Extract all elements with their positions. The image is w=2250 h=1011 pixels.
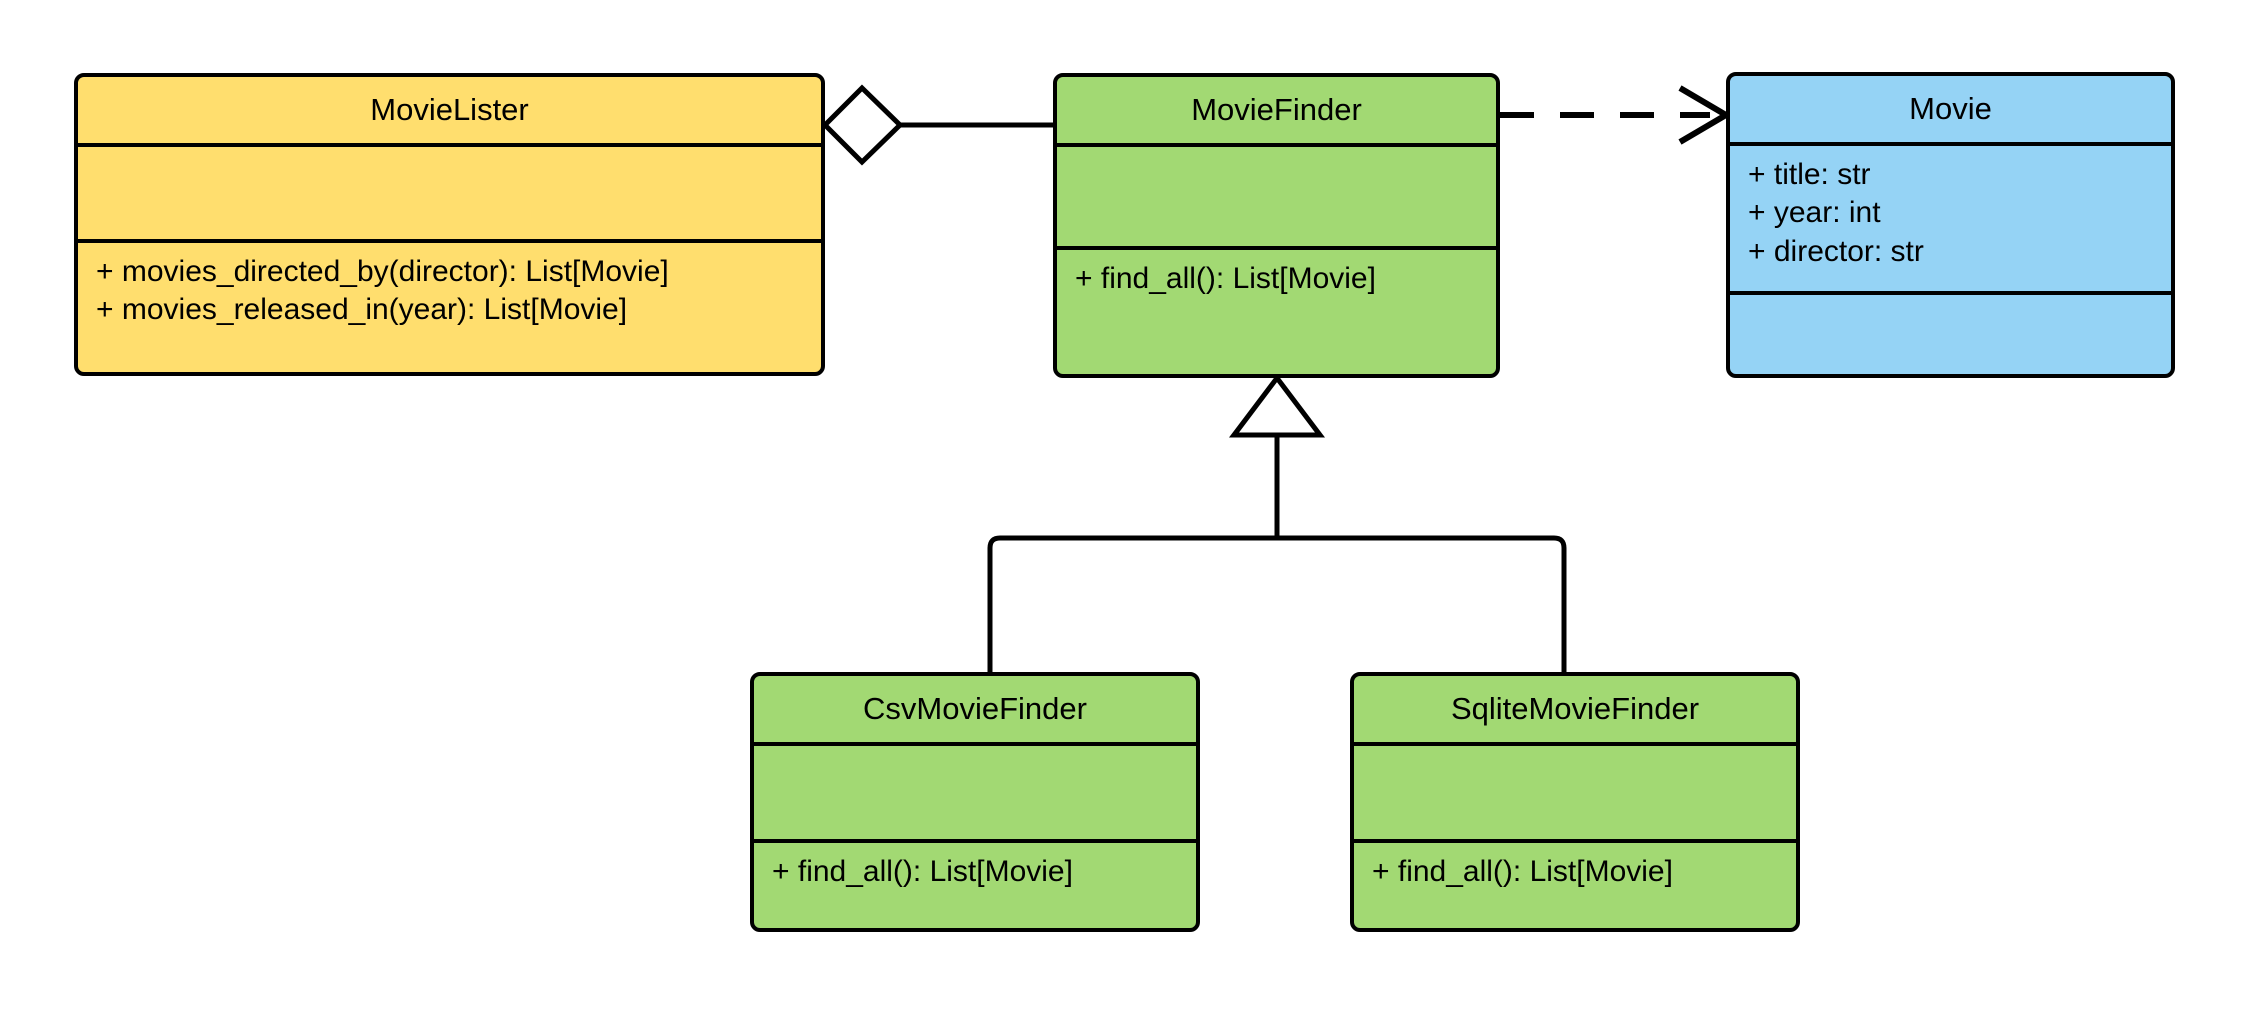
class-box-csvmoviefinder[interactable]: CsvMovieFinder + find_all(): List[Movie]: [750, 672, 1200, 932]
class-title: SqliteMovieFinder: [1450, 690, 1700, 726]
class-methods-compartment: + find_all(): List[Movie]: [1354, 839, 1796, 928]
class-methods-compartment: [1730, 291, 2171, 374]
class-attribute: + year: int: [1748, 196, 1881, 230]
class-title: Movie: [1909, 90, 1992, 126]
class-name-compartment: Movie: [1730, 76, 2171, 142]
class-name-compartment: SqliteMovieFinder: [1354, 676, 1796, 742]
class-method: + movies_released_in(year): List[Movie]: [96, 293, 628, 327]
aggregation-movielister-moviefinder[interactable]: [821, 84, 1053, 166]
class-name-compartment: MovieFinder: [1057, 77, 1496, 143]
class-box-movie[interactable]: Movie + title: str + year: int + directo…: [1726, 72, 2175, 378]
class-box-movielister[interactable]: MovieLister + movies_directed_by(directo…: [74, 73, 825, 376]
class-title: MovieLister: [370, 91, 529, 127]
class-attributes-compartment: [78, 143, 821, 239]
class-attribute: + title: str: [1748, 158, 1871, 191]
hollow-triangle-icon: [1228, 373, 1326, 438]
generalization-tree[interactable]: [987, 373, 1567, 672]
class-method: + find_all(): List[Movie]: [1372, 855, 1673, 888]
class-methods-compartment: + find_all(): List[Movie]: [1057, 246, 1496, 374]
hollow-diamond-icon: [821, 84, 904, 166]
dependency-moviefinder-movie[interactable]: [1500, 85, 1732, 145]
class-box-sqlitemoviefinder[interactable]: SqliteMovieFinder + find_all(): List[Mov…: [1350, 672, 1800, 932]
class-method: + find_all(): List[Movie]: [1075, 262, 1376, 295]
class-title: CsvMovieFinder: [863, 690, 1087, 726]
class-methods-compartment: + find_all(): List[Movie]: [754, 839, 1196, 928]
class-name-compartment: MovieLister: [78, 77, 821, 143]
generalization-fork: [987, 535, 1567, 672]
class-attributes-compartment: [754, 742, 1196, 839]
class-title: MovieFinder: [1191, 91, 1362, 127]
class-name-compartment: CsvMovieFinder: [754, 676, 1196, 742]
class-method: + movies_directed_by(director): List[Mov…: [96, 255, 669, 288]
class-attributes-compartment: + title: str + year: int + director: str: [1730, 142, 2171, 291]
class-attribute: + director: str: [1748, 234, 1924, 268]
class-box-moviefinder[interactable]: MovieFinder + find_all(): List[Movie]: [1053, 73, 1500, 378]
class-attributes-compartment: [1354, 742, 1796, 839]
class-methods-compartment: + movies_directed_by(director): List[Mov…: [78, 239, 821, 372]
class-method: + find_all(): List[Movie]: [772, 855, 1073, 888]
class-attributes-compartment: [1057, 143, 1496, 246]
